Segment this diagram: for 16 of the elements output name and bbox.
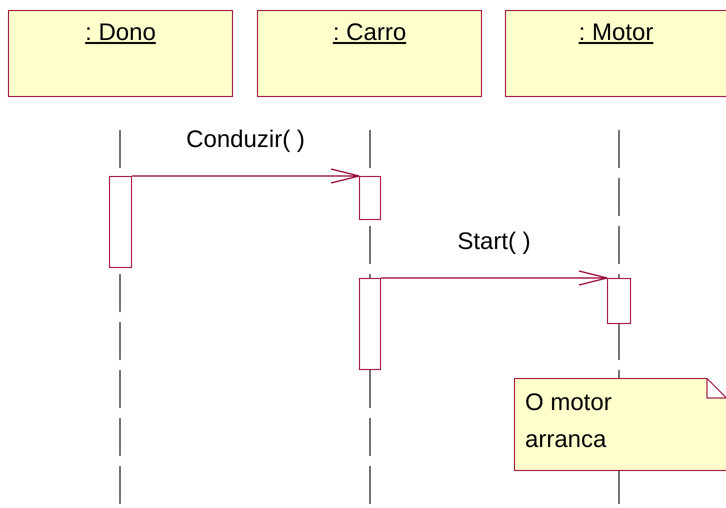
object-box <box>505 10 726 97</box>
message-arrow <box>381 270 608 286</box>
edge-label: Start( ) <box>457 228 531 256</box>
object-box <box>257 10 482 97</box>
object-name: : Dono <box>85 19 156 47</box>
message-arrow <box>132 168 360 184</box>
object-name: : Carro <box>332 19 406 47</box>
activation-bar <box>109 176 132 268</box>
activation-bar <box>359 278 381 370</box>
object-box <box>8 10 233 97</box>
note <box>514 378 726 471</box>
activation-bar <box>359 176 381 220</box>
note-text: O motor arranca <box>525 388 613 455</box>
activation-bar <box>607 278 631 324</box>
object-name: : Motor <box>578 19 654 47</box>
edge-label: Conduzir( ) <box>186 126 305 154</box>
